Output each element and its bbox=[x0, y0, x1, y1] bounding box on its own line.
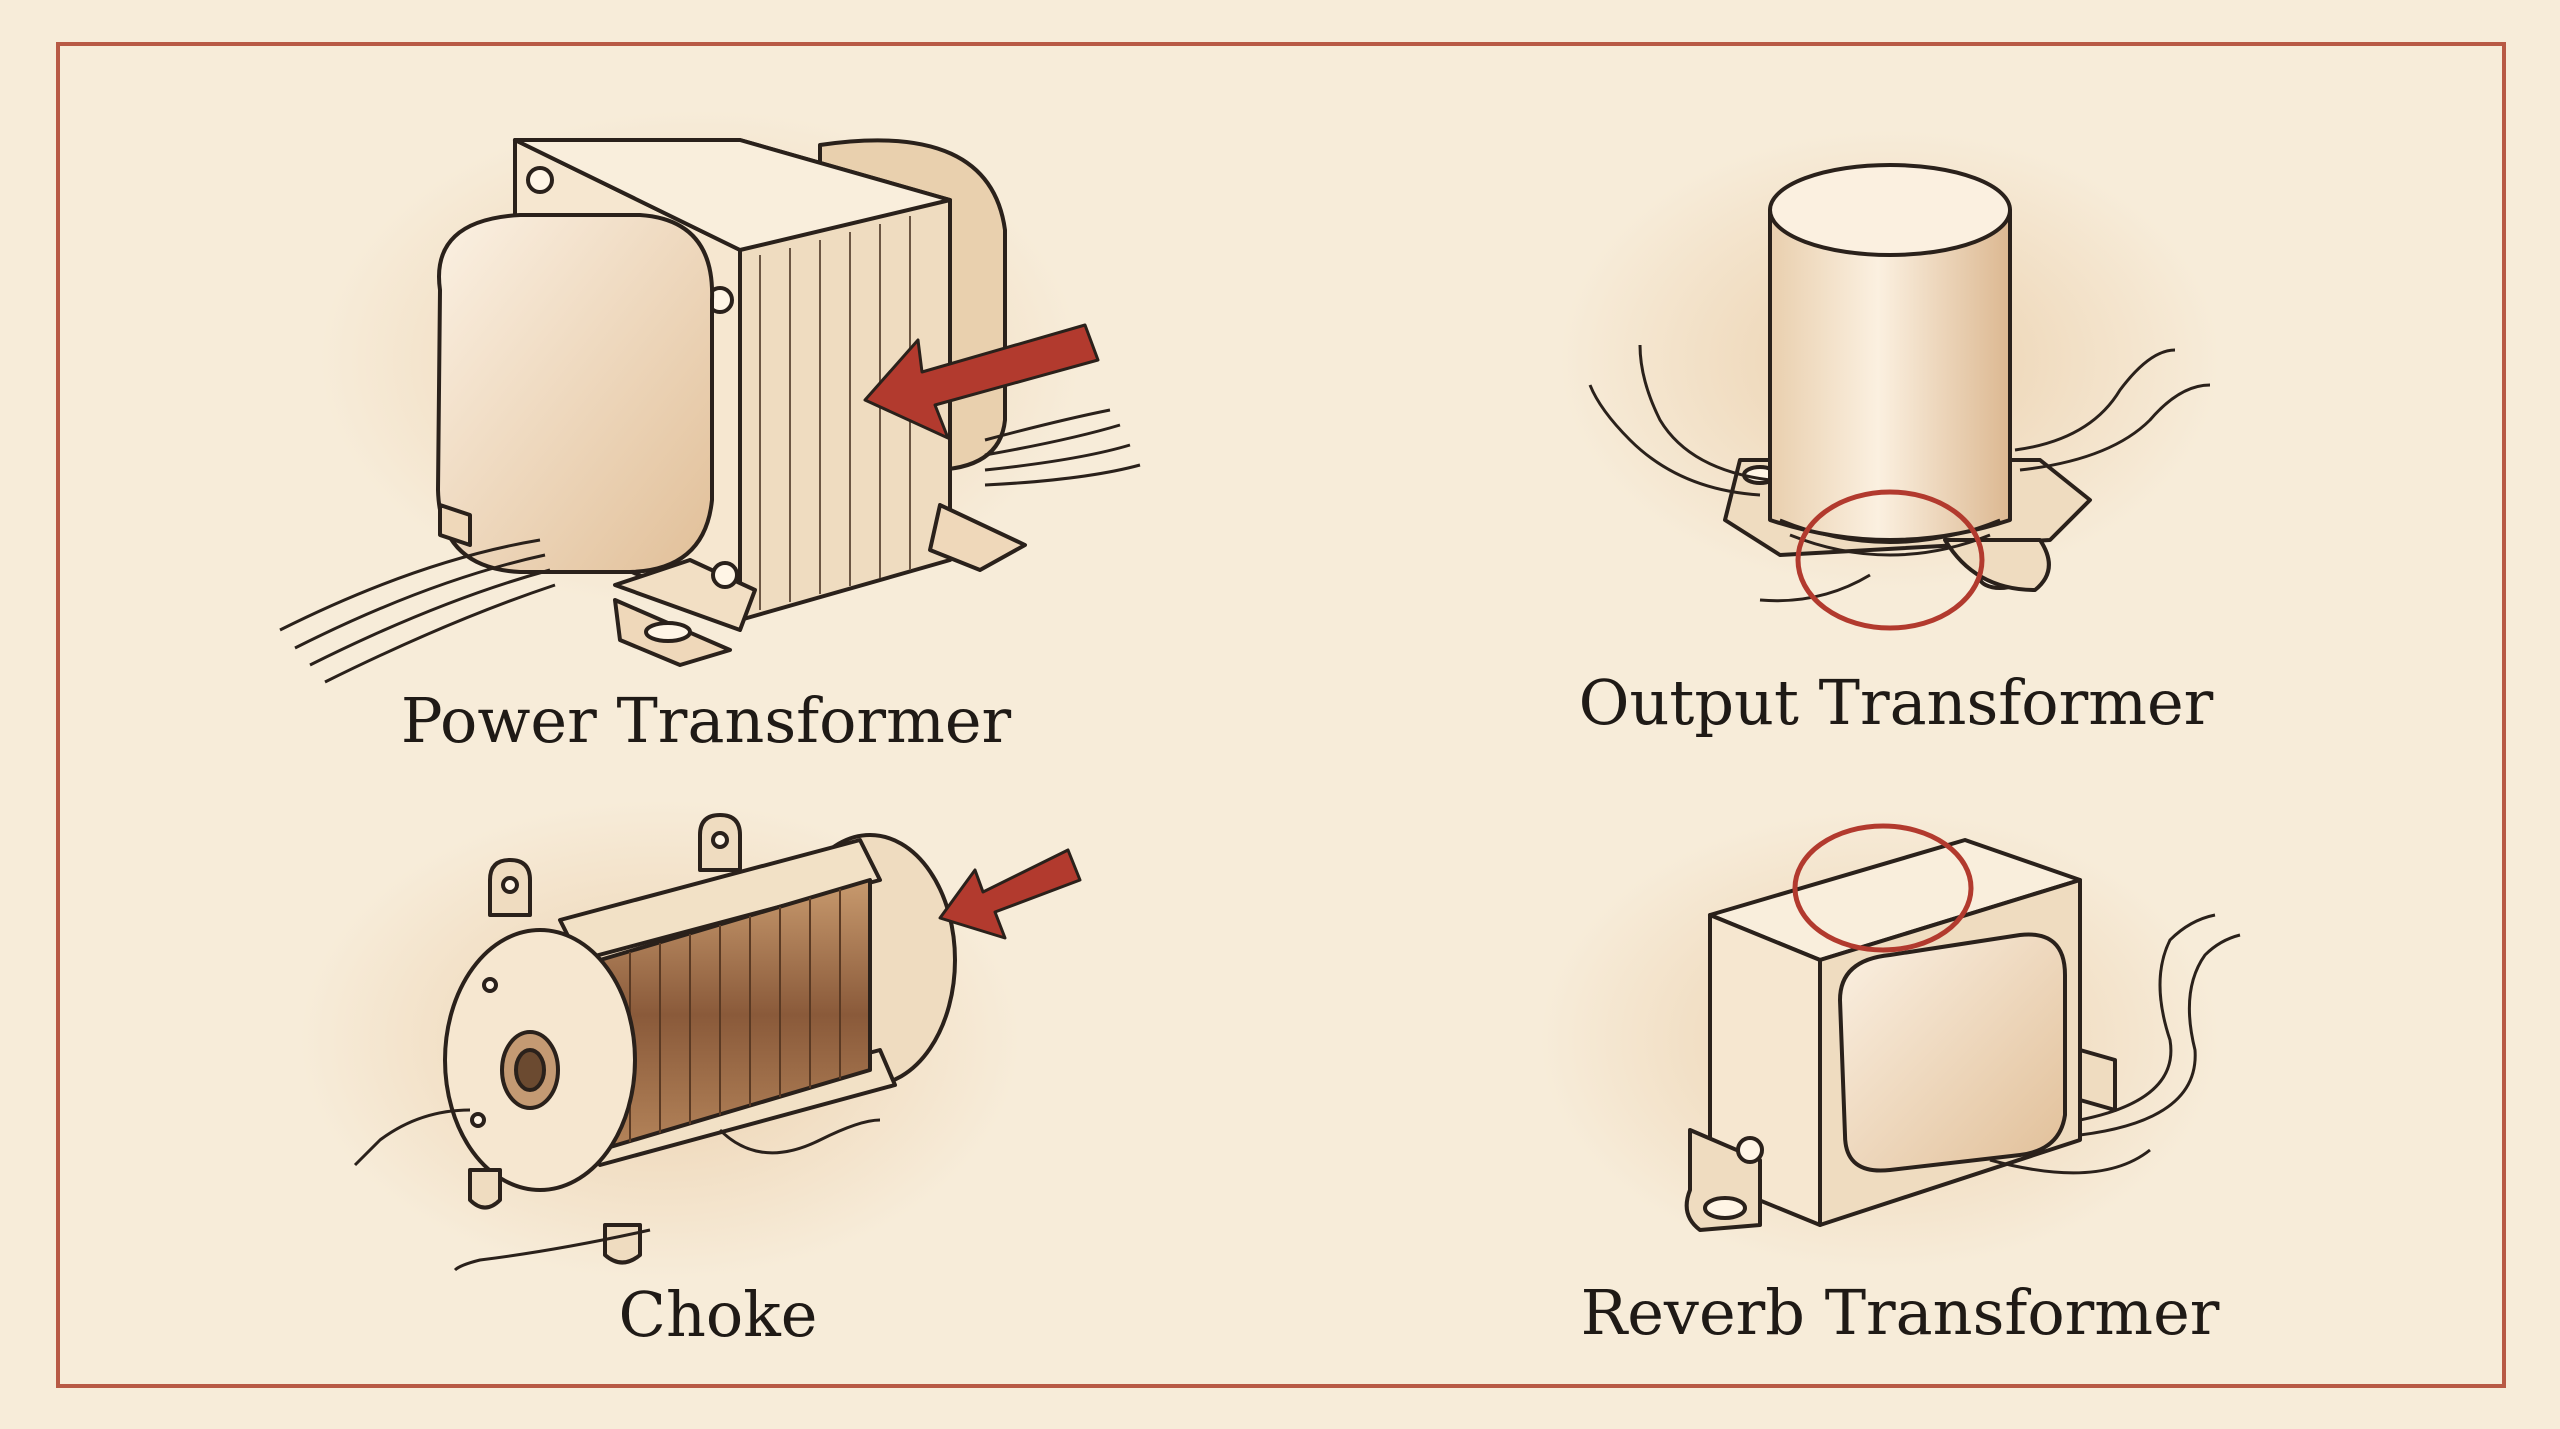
power-transformer-label: Power Transformer bbox=[400, 684, 1012, 757]
output-transformer-label: Output Transformer bbox=[1578, 666, 2214, 739]
reverb-transformer-illustration bbox=[1540, 810, 2241, 1270]
choke-label: Choke bbox=[618, 1278, 818, 1351]
output-transformer-illustration bbox=[1560, 130, 2220, 603]
choke-arrow-marker bbox=[938, 848, 1082, 940]
power-transformer-illustration bbox=[279, 110, 1141, 684]
choke-illustration bbox=[300, 800, 1020, 1280]
reverb-transformer-label: Reverb Transformer bbox=[1580, 1276, 2220, 1349]
output-circle-marker bbox=[1795, 489, 1985, 631]
power-arrow-marker bbox=[863, 323, 1100, 440]
page-frame bbox=[56, 42, 2506, 1388]
reverb-circle-marker bbox=[1792, 823, 1974, 953]
